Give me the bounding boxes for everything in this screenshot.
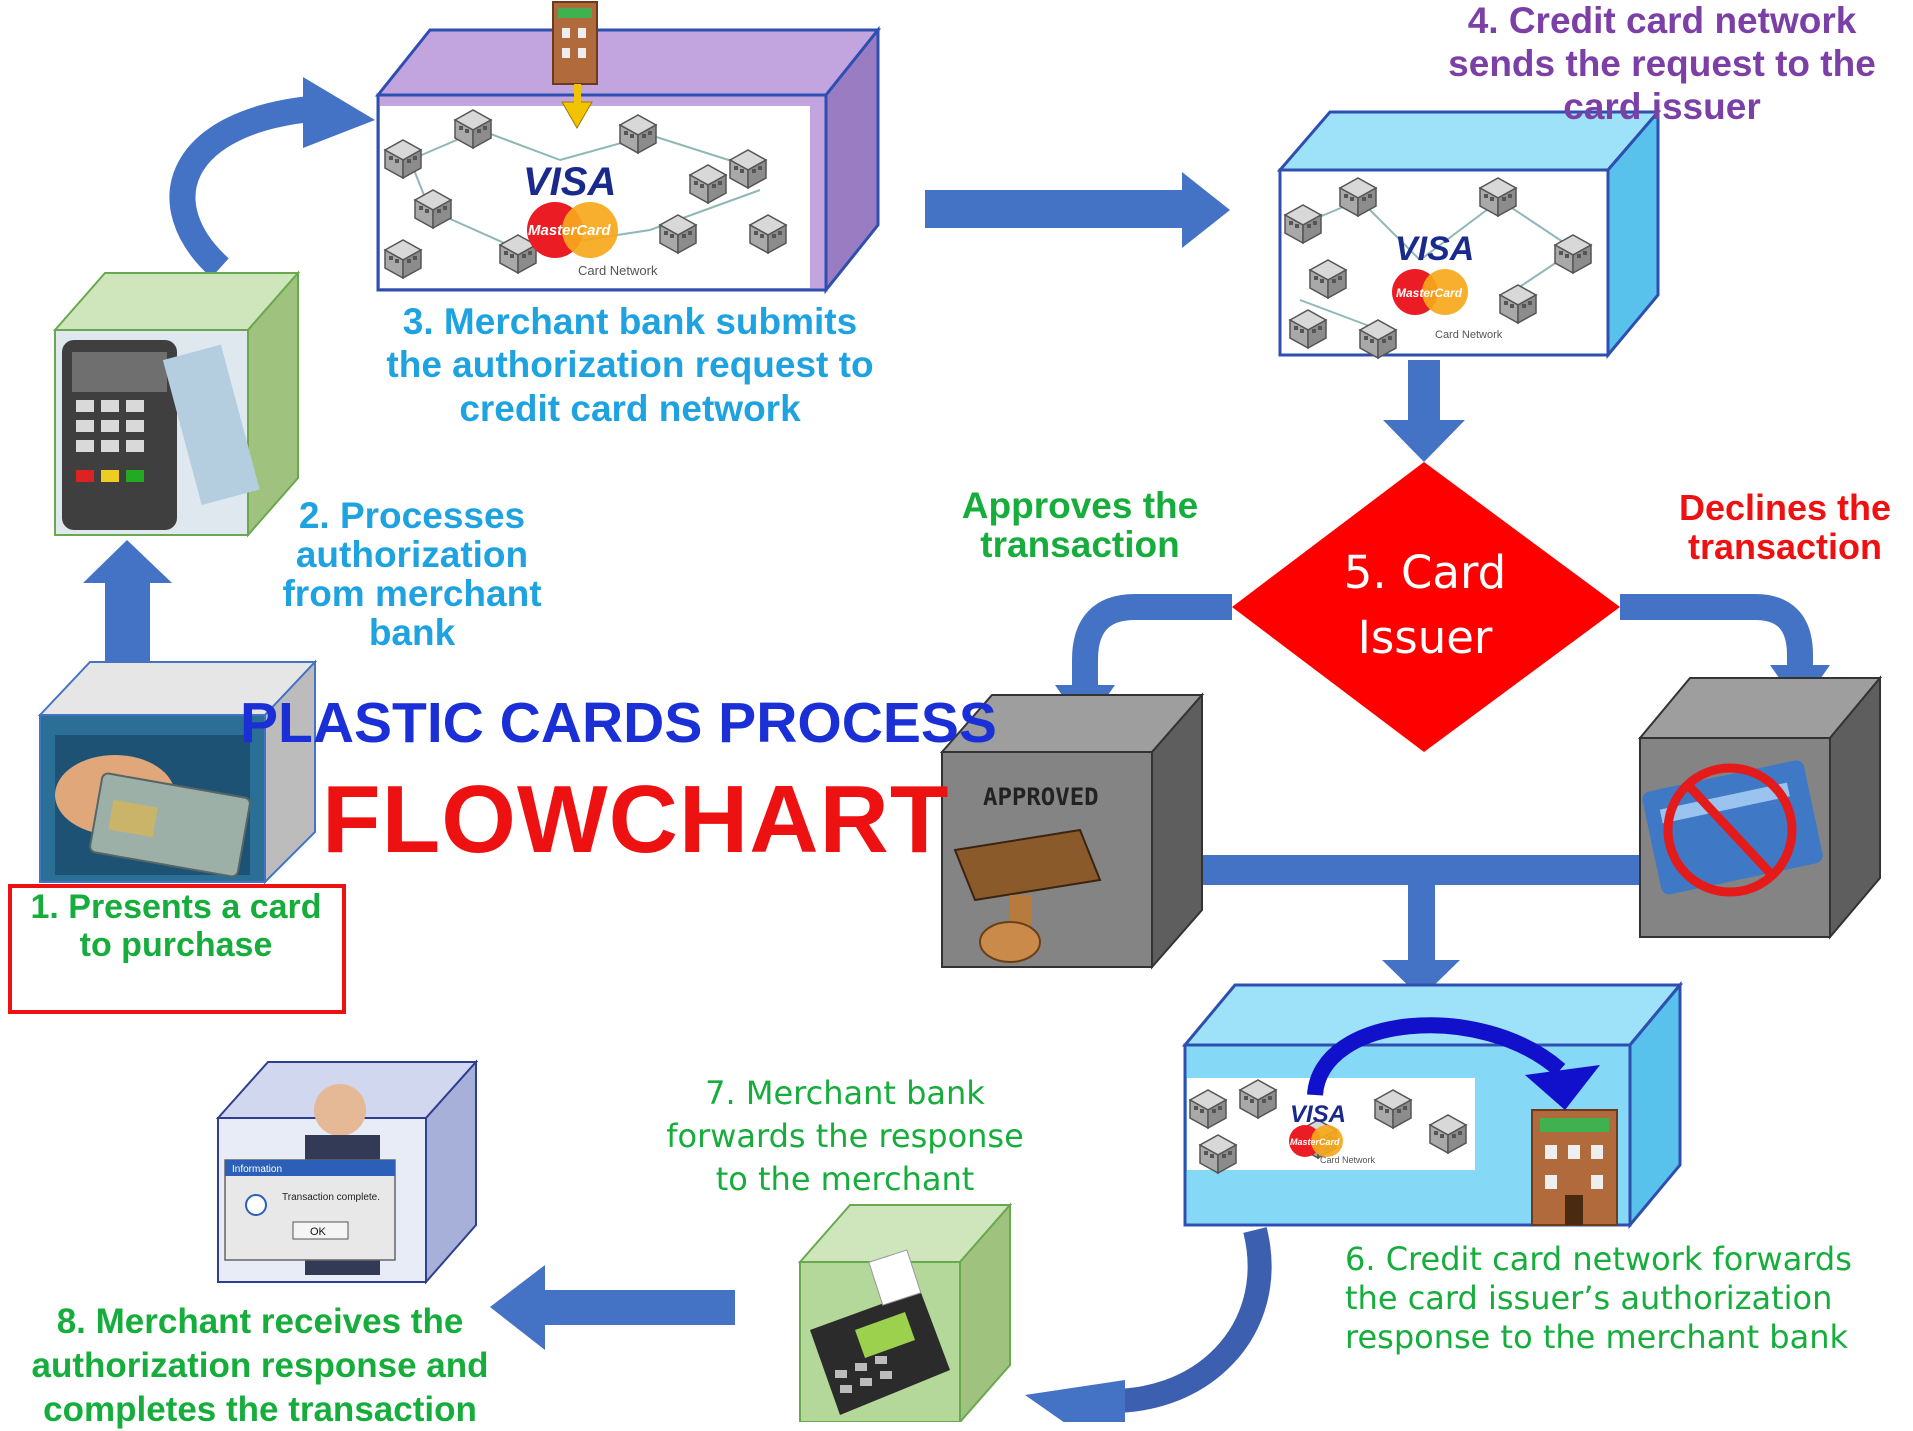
step5-label: 5. Card Issuer: [1343, 546, 1507, 665]
box-step2: [52, 270, 301, 538]
visa-logo-3: VISA: [1290, 1101, 1346, 1128]
step8-label: 8. Merchant receives the authorization r…: [31, 1302, 489, 1429]
step4-label: 4. Credit card network sends the request…: [1448, 0, 1876, 127]
arrow-step3-to-step4: [925, 172, 1230, 248]
dialog-message: Transaction complete.: [282, 1192, 380, 1203]
arrow-to-step6: [1382, 870, 1460, 998]
visa-logo-2: VISA: [1395, 230, 1474, 268]
mastercard-logo-3: MasterCard: [1290, 1137, 1340, 1147]
step6-label: 6. Credit card network forwards the card…: [1345, 1240, 1852, 1357]
box-step4: VISA MasterCard Card Network: [1276, 107, 1662, 360]
arrow-step7-to-step8: [490, 1265, 735, 1350]
network-caption-2: Card Network: [1435, 329, 1503, 341]
step3-label: 3. Merchant bank submits the authorizati…: [386, 301, 874, 429]
box-step7: [797, 1202, 1013, 1422]
mastercard-logo: MasterCard: [528, 222, 611, 239]
dialog-title: Information: [232, 1164, 282, 1175]
network-caption-3: Card Network: [1320, 1155, 1376, 1165]
arrow-step1-to-step2: [83, 540, 172, 662]
box-step8: Information Transaction complete. OK: [215, 1059, 479, 1285]
visa-logo: VISA: [523, 160, 616, 204]
approved-stamp-text: APPROVED: [983, 783, 1099, 811]
arrow-step4-to-step5: [1383, 360, 1465, 462]
arrow-approve: [1072, 594, 1232, 690]
step7-label: 7. Merchant bank forwards the response t…: [666, 1074, 1024, 1198]
connector-bar: [1140, 855, 1655, 885]
mastercard-logo-2: MasterCard: [1396, 286, 1463, 300]
dialog-ok: OK: [310, 1226, 327, 1238]
issuer-diamond: [1232, 462, 1620, 752]
box-step6: VISA MasterCard Card Network: [1181, 980, 1684, 1230]
step1-highlight-box: [8, 884, 346, 1014]
box-step1: [37, 659, 318, 885]
approve-label: Approves the transaction: [961, 485, 1199, 565]
decline-label: Declines the transaction: [1678, 487, 1892, 567]
box-step3: VISA MasterCard Card Network: [374, 1, 882, 295]
arrow-step2-to-step3: [169, 95, 322, 278]
box-approved: APPROVED: [939, 692, 1205, 970]
diagram-title-line2: FLOWCHART: [322, 766, 950, 873]
flow-arrows: [83, 77, 1830, 1422]
prohibited-icon: [1663, 763, 1797, 897]
diagram-title-line1: PLASTIC CARDS PROCESS: [240, 691, 997, 755]
box-declined: [1637, 675, 1883, 940]
arrow-step6-to-step7: [1093, 1227, 1272, 1413]
step1-label: 1. Presents a card to purchase: [30, 888, 322, 965]
network-caption: Card Network: [578, 263, 658, 278]
step2-label: 2. Processes authorization from merchant…: [282, 495, 542, 653]
arrow-decline: [1620, 594, 1813, 670]
